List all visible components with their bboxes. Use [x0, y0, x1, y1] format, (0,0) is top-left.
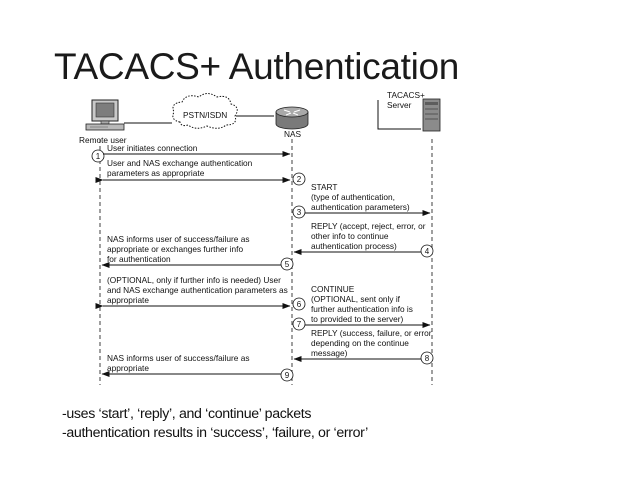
step-9-number: 9 — [285, 371, 290, 380]
step-5-badge — [280, 257, 294, 271]
step-8-number: 8 — [425, 354, 430, 363]
server-label-line1: TACACS+ — [387, 90, 425, 100]
step-9-text-2: appropriate — [107, 363, 149, 373]
step-3-text-3: authentication parameters) — [311, 202, 410, 212]
step-7-text-1: CONTINUE — [311, 284, 355, 294]
step-1-badge — [91, 149, 105, 163]
server-icon — [422, 98, 441, 132]
step-7-number: 7 — [297, 320, 302, 329]
step-4-text-2: other info to continue — [311, 231, 389, 241]
step-2-badge — [292, 172, 306, 186]
step-7-text-3: further authentication info is — [311, 304, 413, 314]
step-1-text: User initiates connection — [107, 143, 198, 153]
step-4-text-3: authentication process) — [311, 241, 397, 251]
step-6-text-2: and NAS exchange authentication paramete… — [107, 285, 288, 295]
step-2-text-1: User and NAS exchange authentication — [107, 158, 253, 168]
step-6-text-3: appropriate — [107, 295, 149, 305]
pstn-isdn-cloud: PSTN/ISDN — [172, 93, 238, 129]
step-7-text-2: (OPTIONAL, sent only if — [311, 294, 401, 304]
step-3-badge — [292, 205, 306, 219]
step-8-text-1: REPLY (success, failure, or error — [311, 328, 432, 338]
step-6-badge — [292, 297, 306, 311]
step-8-text-2: depending on the continue — [311, 338, 409, 348]
step-3-text-2: (type of authentication, — [311, 192, 395, 202]
step-6-text-1: (OPTIONAL, only if further info is neede… — [107, 275, 281, 285]
router-icon — [275, 106, 309, 130]
step-7-badge — [292, 317, 306, 331]
step-2-number: 2 — [297, 175, 302, 184]
step-8-badge — [420, 351, 434, 365]
bullet-item: -authentication results in ‘success’, ‘f… — [62, 425, 368, 441]
step-9-badge — [280, 368, 294, 382]
step-5-text-3: for authentication — [107, 254, 171, 264]
step-5-text-1: NAS informs user of success/failure as — [107, 234, 249, 244]
server-label-line2: Server — [387, 100, 412, 110]
bullet-list: -uses ‘start’, ‘reply’, and ‘continue’ p… — [62, 405, 368, 443]
step-6-number: 6 — [297, 300, 302, 309]
step-7-text-4: to provided to the server) — [311, 314, 403, 324]
bullet-item: -uses ‘start’, ‘reply’, and ‘continue’ p… — [62, 406, 312, 422]
step-4-text-1: REPLY (accept, reject, error, or — [311, 221, 426, 231]
remote-user-label: Remote user — [79, 135, 127, 145]
slide-title: TACACS+ Authentication — [54, 46, 460, 87]
step-8-text-3: message) — [311, 348, 348, 358]
step-3-number: 3 — [297, 208, 302, 217]
computer-icon — [85, 99, 125, 131]
nas-label: NAS — [284, 129, 302, 139]
step-4-number: 4 — [425, 247, 430, 256]
step-2-text-2: parameters as appropriate — [107, 168, 205, 178]
step-4-badge — [420, 244, 434, 258]
step-9-text-1: NAS informs user of success/failure as — [107, 353, 249, 363]
cloud-label: PSTN/ISDN — [183, 110, 227, 120]
step-3-text-1: START — [311, 182, 337, 192]
step-5-number: 5 — [285, 260, 290, 269]
step-1-number: 1 — [96, 152, 101, 161]
step-5-text-2: appropriate or exchanges further info — [107, 244, 243, 254]
